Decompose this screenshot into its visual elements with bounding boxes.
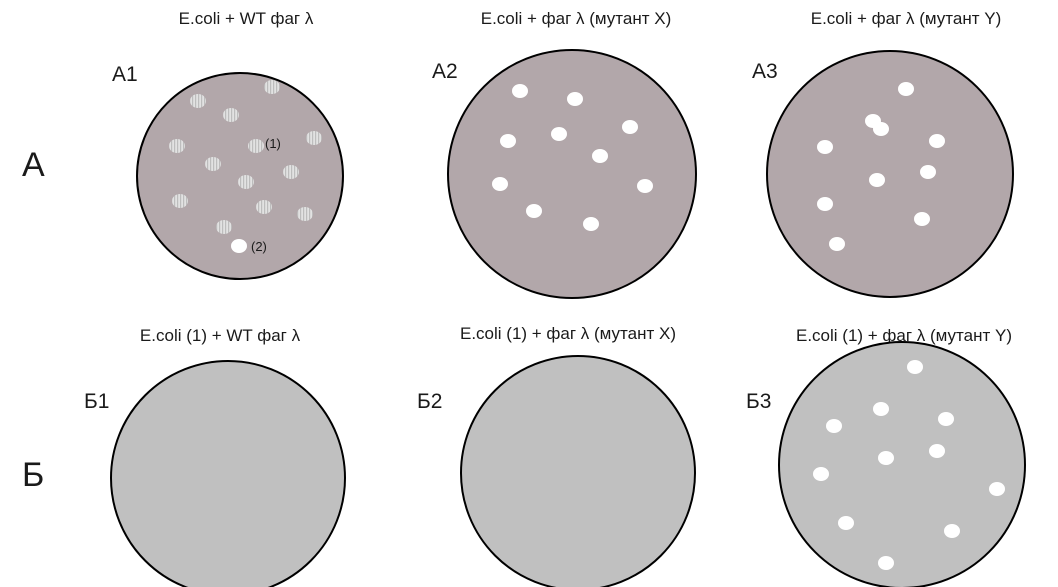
turbid-plaque xyxy=(169,139,185,153)
clear-plaque xyxy=(813,467,829,481)
dish-a1-label: А1 xyxy=(112,63,138,86)
turbid-plaque xyxy=(172,194,188,208)
turbid-plaque xyxy=(238,175,254,189)
turbid-plaque xyxy=(248,139,264,153)
row-label-b: Б xyxy=(22,456,44,494)
turbid-plaque xyxy=(216,220,232,234)
clear-plaque xyxy=(567,92,583,106)
clear-plaque xyxy=(829,237,845,251)
row-label-a: А xyxy=(22,146,45,184)
turbid-plaque xyxy=(306,131,322,145)
dish-b3 xyxy=(778,341,1026,587)
clear-plaque xyxy=(920,165,936,179)
petri-dish-b2 xyxy=(460,355,696,587)
clear-plaque xyxy=(914,212,930,226)
clear-plaque xyxy=(526,204,542,218)
clear-plaque xyxy=(838,516,854,530)
turbid-plaque xyxy=(190,94,206,108)
turbid-plaque xyxy=(205,157,221,171)
petri-dish-a1 xyxy=(136,72,344,280)
clear-plaque xyxy=(592,149,608,163)
turbid-plaque xyxy=(264,80,280,94)
clear-plaque xyxy=(929,134,945,148)
petri-dish-b1 xyxy=(110,360,346,587)
clear-plaque xyxy=(512,84,528,98)
turbid-plaques-a1 xyxy=(169,80,322,234)
dish-b2-label: Б2 xyxy=(417,390,442,413)
clear-plaque xyxy=(551,127,567,141)
dish-a3-title: E.coli + фаг λ (мутант Y) xyxy=(811,9,1002,28)
dish-a1-title: E.coli + WT фаг λ xyxy=(179,9,314,28)
clear-plaque xyxy=(826,419,842,433)
dish-b2-title: E.coli (1) + фаг λ (мутант X) xyxy=(460,324,676,343)
turbid-plaque xyxy=(283,165,299,179)
dish-a2-label: А2 xyxy=(432,60,458,83)
turbid-plaque xyxy=(256,200,272,214)
clear-plaque xyxy=(637,179,653,193)
turbid-plaque xyxy=(297,207,313,221)
clear-plaque xyxy=(817,197,833,211)
petri-dish-a2 xyxy=(447,49,697,299)
clear-plaque xyxy=(878,451,894,465)
clear-plaque xyxy=(873,122,889,136)
clear-plaque xyxy=(583,217,599,231)
clear-plaque xyxy=(869,173,885,187)
clear-plaque xyxy=(907,360,923,374)
annotation-plaque-1: (1) xyxy=(265,136,281,151)
dish-b3-label: Б3 xyxy=(746,390,771,413)
dish-a3 xyxy=(766,50,1014,298)
clear-plaque xyxy=(878,556,894,570)
dish-b1-title: E.coli (1) + WT фаг λ xyxy=(140,326,301,345)
dish-a2 xyxy=(447,49,697,299)
dish-b3-title: E.coli (1) + фаг λ (мутант Y) xyxy=(796,326,1012,345)
dish-a2-title: E.coli + фаг λ (мутант X) xyxy=(481,9,672,28)
clear-plaque xyxy=(622,120,638,134)
clear-plaque xyxy=(500,134,516,148)
clear-plaque xyxy=(492,177,508,191)
dish-a3-label: А3 xyxy=(752,60,778,83)
clear-plaque xyxy=(938,412,954,426)
petri-dish-a3 xyxy=(766,50,1014,298)
clear-plaque xyxy=(231,239,247,253)
annotation-plaque-2: (2) xyxy=(251,239,267,254)
clear-plaque xyxy=(944,524,960,538)
clear-plaque xyxy=(989,482,1005,496)
clear-plaque xyxy=(929,444,945,458)
clear-plaque xyxy=(817,140,833,154)
dish-a1: (1) (2) xyxy=(136,72,344,280)
clear-plaque xyxy=(873,402,889,416)
petri-dish-b3 xyxy=(778,341,1026,587)
clear-plaque xyxy=(898,82,914,96)
dish-b1-label: Б1 xyxy=(84,390,109,413)
turbid-plaque xyxy=(223,108,239,122)
